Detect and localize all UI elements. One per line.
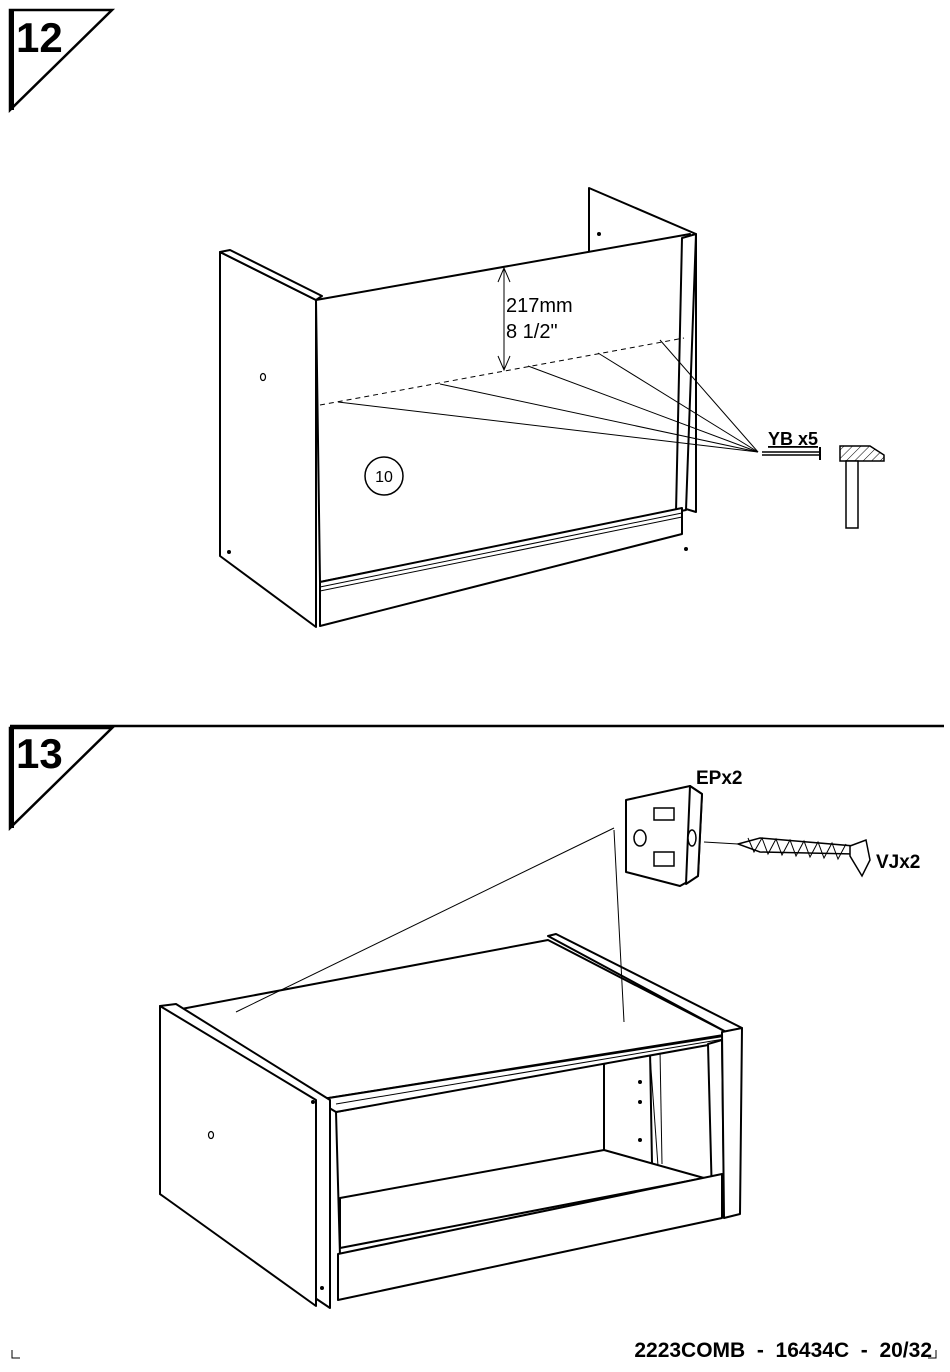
footer-code: 2223COMB - 16434C - 20/32 [634, 1339, 932, 1362]
step-12: 12 2 [10, 10, 884, 627]
nail-icon: YB x5 [762, 429, 820, 460]
part-10-callout: 10 [365, 457, 403, 495]
step-13: 13 [10, 728, 920, 1308]
cabinet-step-13 [160, 934, 742, 1308]
nail-hardware-label: YB x5 [768, 429, 818, 449]
screw-leader-line [704, 842, 738, 844]
corner-bracket-icon: EPx2 [626, 768, 742, 886]
cabinet-step-12 [220, 188, 696, 627]
part-number-label: 10 [375, 469, 393, 486]
measurement-mm: 217mm [506, 295, 573, 317]
measurement-inch: 8 1/2" [506, 321, 558, 343]
hammer-icon [840, 446, 884, 528]
step-13-number: 13 [16, 730, 63, 777]
step-12-badge: 12 [10, 10, 112, 110]
screw-icon: VJx2 [738, 838, 920, 876]
step-13-badge: 13 [10, 728, 112, 828]
bracket-hardware-label: EPx2 [696, 768, 742, 789]
screw-hardware-label: VJx2 [876, 852, 920, 873]
step-12-number: 12 [16, 14, 63, 61]
